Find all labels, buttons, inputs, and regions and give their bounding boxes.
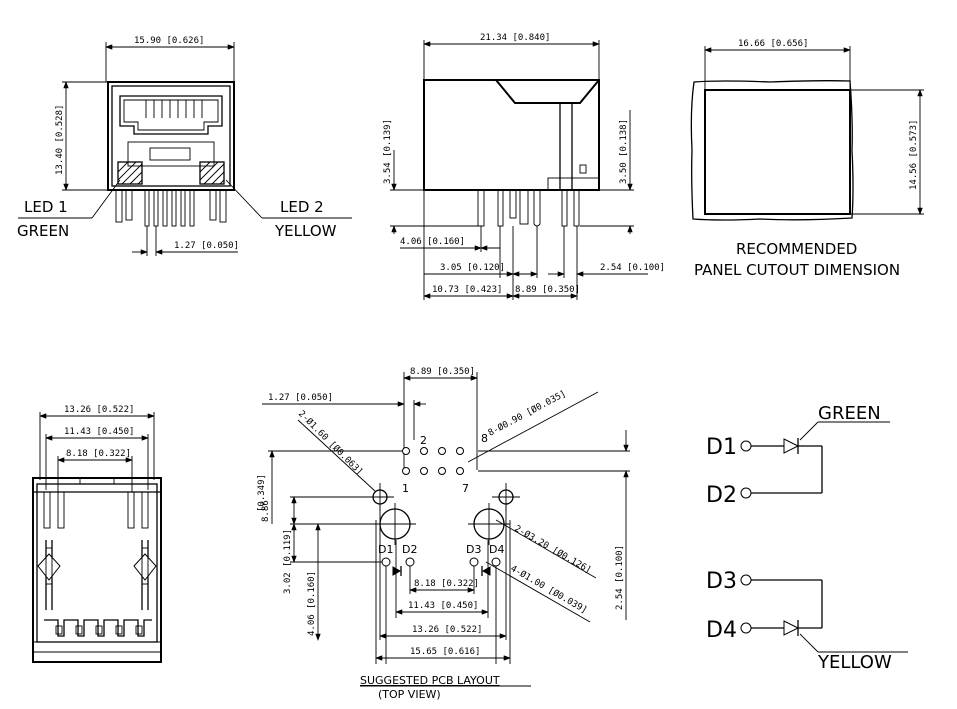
bottom-view: 13.26 [0.522] 11.43 [0.450] 8.18 [0.322] [32,405,162,663]
side-dim-1073: 10.73 [0.423] [432,285,502,295]
side-dim-889: 8.89 [0.350] [515,285,580,295]
pcb-hole-large-left: 2-Ø1.60 [Ø0.063] [296,408,365,477]
schematic-d2: D2 [706,483,737,508]
pcb-dim-886: 8.86 [261,500,271,522]
led1-label: LED 1 [24,198,68,216]
side-dim-254: 2.54 [0.100] [600,263,665,273]
schematic-yellow: YELLOW [817,652,892,673]
pcb-pin-7: 7 [462,482,469,495]
pcb-d2: D2 [402,543,417,556]
side-length-dim: 21.34 [0.840] [480,33,550,43]
pcb-d4: D4 [489,543,504,556]
pcb-dim-1565: 15.65 [0.616] [410,647,480,657]
pcb-dim-349: [0.349] [257,474,267,512]
cutout-title-line1: RECOMMENDED [736,240,857,258]
mounting-peg-right [133,540,157,610]
bottom-dim-1143: 11.43 [0.450] [64,427,134,437]
bottom-dim-818: 8.18 [0.322] [66,449,131,459]
schematic-green: GREEN [818,403,881,424]
bottom-dim-1326: 13.26 [0.522] [64,405,134,415]
mounting-peg-left [37,540,61,610]
pcb-d3: D3 [466,543,481,556]
schematic-d3: D3 [706,569,737,594]
pcb-pin-1: 1 [402,482,409,495]
pcb-dim-889: 8.89 [0.350] [410,367,475,377]
pcb-dim-254: 2.54 [0.100] [615,545,625,610]
led-1-window [117,161,143,185]
contact-fingers [145,100,203,118]
pcb-pin-2: 2 [420,434,427,447]
front-pitch-dim: 1.27 [0.050] [174,241,239,251]
led-schematic: D1 D2 D3 D4 GREEN YELLOW [706,403,908,673]
pcb-dim-302: 3.02 [0.119] [283,529,293,594]
pcb-d1: D1 [378,543,393,556]
side-left-height-dim: 3.54 [0.139] [383,119,393,184]
side-pins [477,189,580,227]
pcb-pin-8: 8 [481,432,488,445]
pcb-dim-406: 4.06 [0.160] [307,571,317,636]
pcb-hole-small: 8-Ø0.90 [Ø0.035] [486,388,568,438]
pcb-dim-818: 8.18 [0.322] [414,579,479,589]
pcb-subtitle: (TOP VIEW) [378,688,441,701]
front-view: 15.90 [0.626] 13.40 [0.528] [17,36,352,256]
panel-cutout: 16.66 [0.656] 14.56 [0.573] RECOMMENDED … [690,39,924,279]
pcb-signal-holes [402,447,464,475]
pcb-hole-led: 4-Ø1.00 [Ø0.039] [509,563,590,616]
cutout-title-line2: PANEL CUTOUT DIMENSION [694,261,900,279]
led-2-window [199,161,225,185]
led2-color: YELLOW [274,222,337,240]
side-right-height-dim: 3.50 [0.138] [619,119,629,184]
cutout-height-dim: 14.56 [0.573] [909,120,919,190]
side-dim-406: 4.06 [0.160] [400,237,465,247]
led2-label: LED 2 [280,198,324,216]
side-view: 21.34 [0.840] 3.54 [0.139] 3.50 [0.138 [383,33,665,300]
front-pins [115,189,227,227]
pcb-dim-127: 1.27 [0.050] [268,393,333,403]
pcb-dim-1326: 13.26 [0.522] [412,625,482,635]
pcb-dim-1143: 11.43 [0.450] [408,601,478,611]
schematic-d1: D1 [706,435,737,460]
front-width-dim: 15.90 [0.626] [134,36,204,46]
pcb-title: SUGGESTED PCB LAYOUT [360,674,500,687]
pcb-layout: 8.89 [0.350] 1.27 [0.050] 2-Ø1.60 [Ø0.06… [257,367,630,701]
side-dim-305: 3.05 [0.120] [440,263,505,273]
led1-color: GREEN [17,222,69,240]
front-height-dim: 13.40 [0.528] [55,105,65,175]
cutout-width-dim: 16.66 [0.656] [738,39,808,49]
pcb-led-holes [381,557,501,576]
schematic-d4: D4 [706,618,737,643]
pcb-hole-mount: 2-Ø3.20 [Ø0.126] [513,523,594,576]
